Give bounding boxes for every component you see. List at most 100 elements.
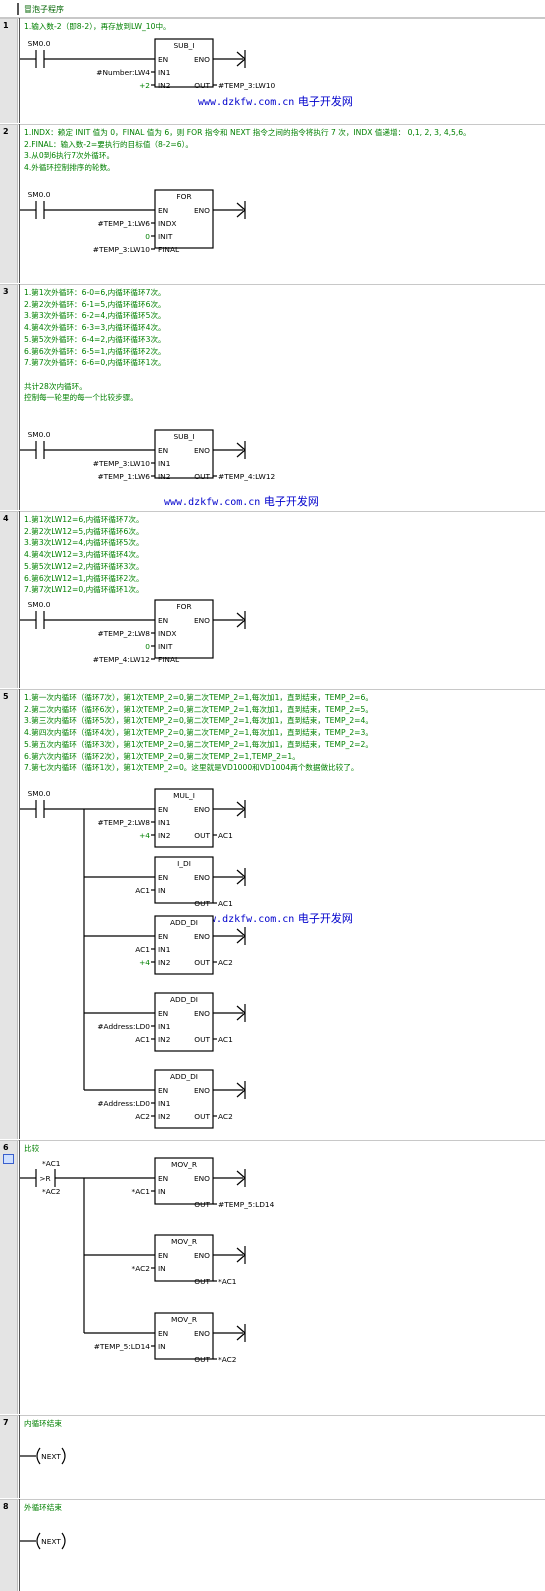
network-comment-line[interactable]: 4.第4次外循环：6-3=3,内循环循环4次。 bbox=[24, 323, 166, 333]
block-pin-label: EN bbox=[158, 446, 168, 455]
network-comment-line[interactable]: 4.第四次内循环（循环4次），第1次TEMP_2=0,第二次TEMP_2=1,每… bbox=[24, 728, 373, 738]
network-number[interactable]: 7 bbox=[3, 1418, 9, 1427]
network-comment-line[interactable]: 2.第2次外循环：6-1=5,内循环循环6次。 bbox=[24, 299, 166, 309]
block-name: ADD_DI bbox=[170, 1072, 198, 1081]
output-arrow bbox=[236, 1247, 246, 1256]
network-comment-line[interactable]: 2.第2次LW12=5,内循环循环6次。 bbox=[24, 526, 144, 536]
block-input-operand: #Address:LD0 bbox=[97, 1099, 150, 1108]
network-comment-line[interactable]: 3.从0到6执行7次外循环。 bbox=[24, 151, 115, 161]
network-number[interactable]: 5 bbox=[3, 692, 9, 701]
block-pin-label: IN2 bbox=[158, 1112, 170, 1121]
block-pin-label: EN bbox=[158, 1174, 168, 1183]
block-name: MUL_I bbox=[173, 791, 195, 800]
network-comment-line[interactable]: 3.第3次外循环：6-2=4,内循环循环5次。 bbox=[24, 311, 166, 321]
function-block-add_di bbox=[154, 992, 214, 1052]
network-comment-line[interactable]: 7.第7次外循环：6-6=0,内循环循环1次。 bbox=[24, 358, 166, 368]
network-comment-line[interactable]: 3.第三次内循环（循环5次），第1次TEMP_2=0,第二次TEMP_2=1,每… bbox=[24, 716, 373, 726]
network-separator bbox=[0, 284, 545, 285]
network-separator bbox=[0, 18, 545, 19]
block-output-operand: #TEMP_3:LW10 bbox=[218, 81, 276, 90]
block-pin-label: ENO bbox=[194, 446, 210, 455]
network-number[interactable]: 8 bbox=[3, 1502, 9, 1511]
watermark-text: www.dzkfw.com.cn 电子开发网 bbox=[164, 493, 319, 509]
coil-left-paren bbox=[36, 1447, 41, 1465]
network-comment-line[interactable]: 6.第6次LW12=1,内循环循环2次。 bbox=[24, 573, 144, 583]
output-arrow bbox=[236, 1082, 246, 1091]
watermark-text: www.dzkfw.com.cn 电子开发网 bbox=[198, 93, 353, 109]
network-comment-line[interactable]: 1.第1次外循环：6-0=6,内循环循环7次。 bbox=[24, 288, 166, 297]
block-pin-label: IN2 bbox=[158, 81, 170, 90]
block-input-operand: +4 bbox=[139, 831, 150, 840]
block-input-operand: #TEMP_3:LW10 bbox=[93, 245, 151, 254]
block-pin-label: EN bbox=[158, 55, 168, 64]
block-pin-label: ENO bbox=[194, 616, 210, 625]
output-arrow bbox=[236, 876, 246, 885]
block-pin-label: ENO bbox=[194, 1009, 210, 1018]
compare-operator: >R bbox=[39, 1174, 50, 1183]
network-comment-line[interactable]: 1.第1次LW12=6,内循环循环7次。 bbox=[24, 515, 144, 524]
output-arrow bbox=[236, 209, 246, 218]
block-pin-label: INIT bbox=[158, 232, 173, 241]
watermark-text: www.dzkfw.com.cn 电子开发网 bbox=[198, 910, 353, 926]
network-comment-line[interactable]: 内循环结束 bbox=[24, 1419, 62, 1428]
block-name: FOR bbox=[176, 602, 191, 611]
network-comment-line[interactable]: 5.第五次内循环（循环3次），第1次TEMP_2=0,第二次TEMP_2=1,每… bbox=[24, 739, 373, 749]
output-arrow bbox=[236, 801, 246, 810]
function-block-mov_r bbox=[154, 1234, 214, 1282]
block-name: SUB_I bbox=[173, 41, 194, 50]
block-pin-label: ENO bbox=[194, 55, 210, 64]
block-pin-label: IN1 bbox=[158, 818, 171, 827]
network-comment-line[interactable]: 7.第七次内循环（循环1次），第1次TEMP_2=0。这里就是VD1000和VD… bbox=[24, 763, 359, 773]
block-name: MOV_R bbox=[171, 1160, 197, 1169]
network-comment-line[interactable]: 共计28次内循环。 bbox=[24, 381, 87, 391]
contact-label: SM0.0 bbox=[28, 190, 51, 199]
network-number[interactable]: 6 bbox=[3, 1143, 9, 1152]
function-block-mul_i bbox=[154, 788, 214, 848]
network-comment-line[interactable]: 3.第3次LW12=4,内循环循环5次。 bbox=[24, 538, 144, 548]
network-comment-line[interactable]: 外循环结束 bbox=[24, 1503, 62, 1512]
block-input-operand: #TEMP_2:LW8 bbox=[97, 818, 150, 827]
network-comment-line[interactable]: 2.FINAL：输入数-2=要执行的目标值（8-2=6）。 bbox=[24, 139, 194, 149]
network-comment-line[interactable]: 比较 bbox=[24, 1144, 40, 1153]
network-number[interactable]: 2 bbox=[3, 127, 9, 136]
network-comment-line[interactable]: 2.第二次内循环（循环6次），第1次TEMP_2=0,第二次TEMP_2=1,每… bbox=[24, 704, 373, 714]
contact-label: SM0.0 bbox=[28, 789, 51, 798]
network-left-border bbox=[19, 689, 20, 1139]
block-name: I_DI bbox=[177, 859, 191, 868]
network-select-icon[interactable] bbox=[3, 1154, 14, 1164]
block-output-operand: *AC1 bbox=[218, 1277, 237, 1286]
contact-label: SM0.0 bbox=[28, 39, 51, 48]
block-pin-label: IN2 bbox=[158, 1035, 170, 1044]
block-pin-label: IN2 bbox=[158, 472, 170, 481]
block-pin-label: EN bbox=[158, 1009, 168, 1018]
network-comment-line[interactable]: 1.输入数-2（即8-2），再存放到LW_10中。 bbox=[24, 22, 171, 31]
network-comment-line[interactable]: 4.外循环控制排序的轮数。 bbox=[24, 163, 115, 173]
network-separator bbox=[0, 689, 545, 690]
network-number[interactable]: 3 bbox=[3, 287, 9, 296]
block-input-operand: AC2 bbox=[135, 1112, 150, 1121]
block-input-operand: #TEMP_4:LW12 bbox=[93, 655, 150, 664]
network-comment-line[interactable]: 1.第一次内循环（循环7次），第1次TEMP_2=0,第二次TEMP_2=1,每… bbox=[24, 693, 373, 702]
block-pin-label: IN1 bbox=[158, 68, 171, 77]
block-input-operand: #Number:LW4 bbox=[96, 68, 150, 77]
block-pin-label: OUT bbox=[194, 958, 210, 967]
network-comment-line[interactable]: 5.第5次外循环：6-4=2,内循环循环3次。 bbox=[24, 334, 166, 344]
block-pin-label: OUT bbox=[194, 1035, 210, 1044]
network-comment-line[interactable]: 6.第6次外循环：6-5=1,内循环循环2次。 bbox=[24, 346, 166, 356]
network-number[interactable]: 4 bbox=[3, 514, 9, 523]
function-block-add_di bbox=[154, 915, 214, 975]
function-block-mov_r bbox=[154, 1157, 214, 1205]
network-comment-line[interactable]: 6.第六次内循环（循环2次），第1次TEMP_2=0,第二次TEMP_2=1,T… bbox=[24, 751, 300, 761]
block-pin-label: IN2 bbox=[158, 958, 170, 967]
network-comment-line[interactable]: 5.第5次LW12=2,内循环循环3次。 bbox=[24, 561, 144, 571]
block-pin-label: ENO bbox=[194, 1329, 210, 1338]
network-comment-line[interactable]: 7.第7次LW12=0,内循环循环1次。 bbox=[24, 585, 144, 595]
network-comment-line[interactable]: 1.INDX：赖定 INIT 值为 0，FINAL 值为 6，则 FOR 指令和… bbox=[24, 128, 471, 137]
output-arrow bbox=[236, 1325, 246, 1334]
network-left-border bbox=[19, 284, 20, 510]
network-comment-line[interactable]: 控制每一轮里的每一个比较步骤。 bbox=[24, 393, 138, 403]
network-comment-line[interactable]: 4.第4次LW12=3,内循环循环4次。 bbox=[24, 550, 144, 560]
network-number[interactable]: 1 bbox=[3, 21, 9, 30]
block-input-operand: #TEMP_1:LW6 bbox=[97, 472, 150, 481]
